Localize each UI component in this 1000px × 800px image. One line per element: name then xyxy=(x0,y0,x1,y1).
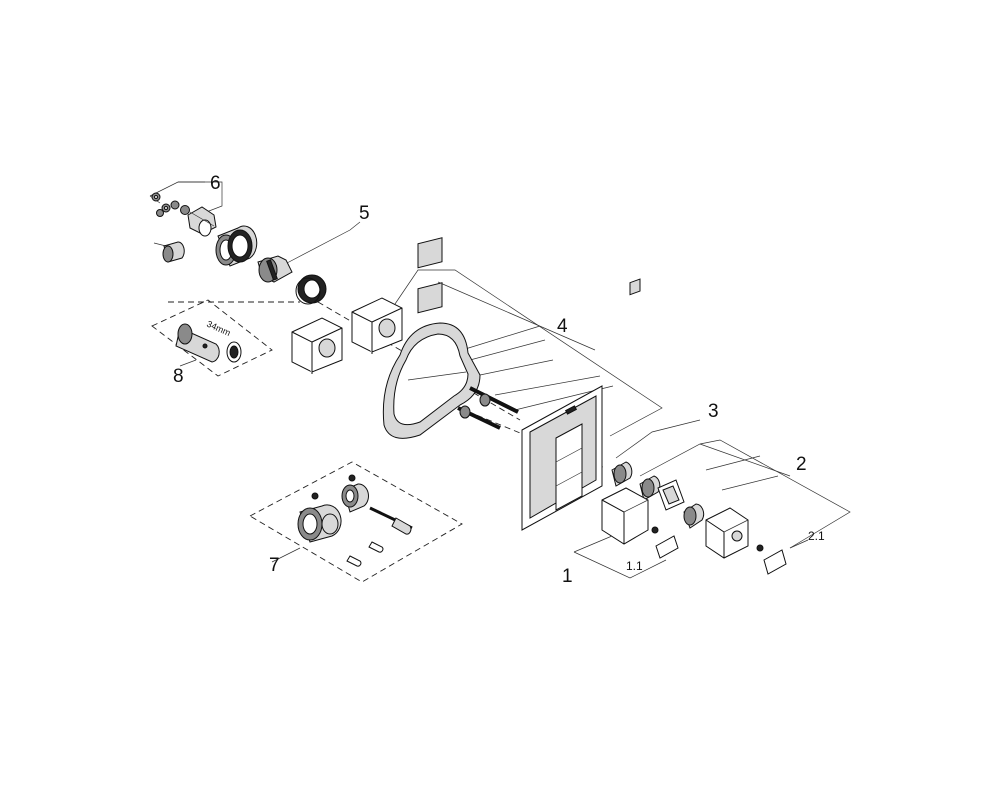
callout-1: 1 xyxy=(562,566,573,587)
callout-2-1: 2.1 xyxy=(808,529,825,543)
part-group-1 xyxy=(573,278,679,579)
callout-3: 3 xyxy=(708,401,719,422)
sleeve-part xyxy=(153,241,185,263)
callout-5: 5 xyxy=(359,203,370,224)
callout-4: 4 xyxy=(557,316,568,337)
callout-1-1: 1.1 xyxy=(626,559,643,573)
callout-6: 6 xyxy=(210,173,221,194)
callout-8: 8 xyxy=(173,366,184,387)
dimension-label: 34mm xyxy=(205,319,232,338)
cover-plate xyxy=(521,385,603,531)
part-group-7 xyxy=(249,461,463,583)
part-group-2 xyxy=(639,439,851,575)
part-group-3 xyxy=(611,419,701,511)
callout-2: 2 xyxy=(796,454,807,475)
valve-body-part xyxy=(215,225,258,267)
callout-7: 7 xyxy=(269,555,280,576)
part-group-6 xyxy=(149,181,223,237)
part-group-4 xyxy=(291,237,663,439)
part-group-5 xyxy=(257,221,361,305)
part-group-8 xyxy=(151,299,273,377)
